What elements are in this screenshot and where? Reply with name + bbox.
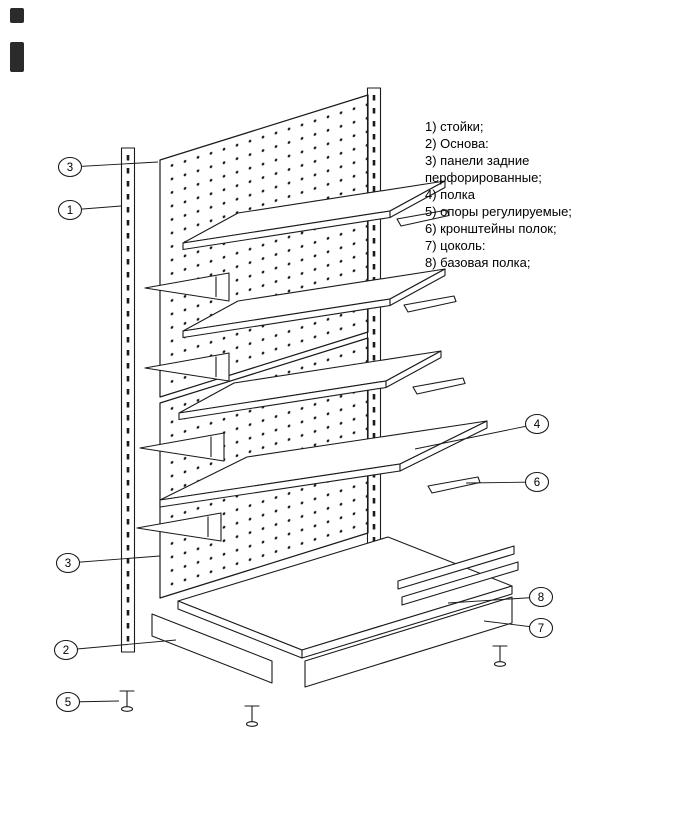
callout-label: 8 <box>538 592 544 604</box>
callout-label: 5 <box>65 697 71 709</box>
legend-line-5: 5) опоры регулируемые; <box>425 204 572 219</box>
adjustable-foot-right <box>492 645 508 667</box>
callout-plinth: 7 <box>483 617 554 639</box>
callout-label: 4 <box>534 419 541 431</box>
shelf-bracket-right-4 <box>427 476 481 494</box>
callout-uprights: 1 <box>57 199 122 221</box>
shelf-bracket-right-3 <box>412 377 466 395</box>
shelf-bracket-right-2 <box>403 295 457 313</box>
callout-back-panel-upper: 3 <box>57 156 159 178</box>
base-shelf <box>177 536 513 659</box>
shelf-4 <box>159 420 488 508</box>
plinth-rail-1 <box>397 545 515 590</box>
callout-back-panel-lower: 3 <box>55 552 161 574</box>
right-upright <box>366 87 382 591</box>
callout-base: 2 <box>53 639 177 661</box>
callout-shelf-brackets: 6 <box>465 471 550 493</box>
plinth-rail-2 <box>401 561 519 606</box>
shelf-1 <box>182 180 446 251</box>
legend-line-8: 8) базовая полка; <box>425 255 531 270</box>
callout-feet: 5 <box>55 691 120 713</box>
legend-line-2: 2) Основа: <box>425 136 489 151</box>
left-upright <box>120 147 136 653</box>
legend-line-3: 3) панели задние <box>425 153 530 168</box>
plinth-front-panel <box>304 596 513 688</box>
legend-line-4: 4) полка <box>425 187 475 202</box>
callout-label: 7 <box>538 623 544 635</box>
legend-line-6: 6) кронштейны полок; <box>425 221 557 236</box>
callout-label: 3 <box>67 162 73 174</box>
callout-shelf: 4 <box>414 413 550 450</box>
legend-line-1: 1) стойки; <box>425 119 484 134</box>
callout-label: 6 <box>534 477 540 489</box>
callout-label: 3 <box>65 558 71 570</box>
corner-artifact-icon-1 <box>10 8 24 23</box>
legend-line-3b: перфорированные; <box>425 170 542 185</box>
adjustable-foot-center <box>244 705 260 727</box>
shelf-3 <box>178 350 442 421</box>
adjustable-foot-left <box>119 690 135 712</box>
shelf-2 <box>182 268 446 339</box>
corner-artifact-icon-2 <box>10 42 24 72</box>
legend: 1) стойки; 2) Основа: 3) панели задние п… <box>425 118 572 271</box>
callout-label: 2 <box>63 645 69 657</box>
base-left-rail <box>151 613 273 684</box>
callout-base-shelf: 8 <box>447 586 554 608</box>
callout-label: 1 <box>67 205 73 217</box>
legend-line-7: 7) цоколь: <box>425 238 486 253</box>
